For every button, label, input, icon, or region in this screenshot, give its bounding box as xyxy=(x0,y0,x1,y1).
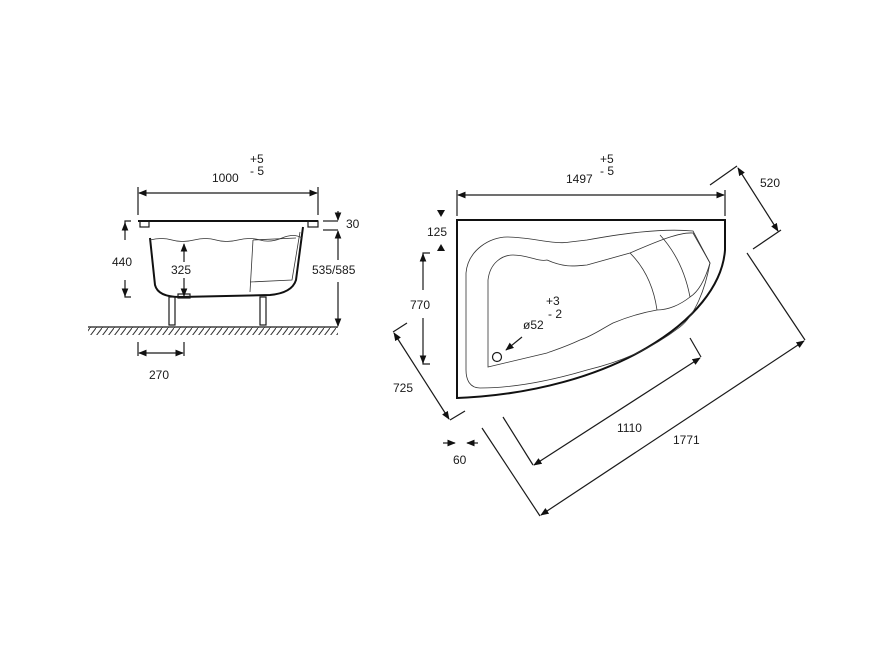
dim-height-label: 535/585 xyxy=(312,263,356,277)
dimension-depth: 440 xyxy=(112,220,132,298)
dim-side-left-label: 725 xyxy=(393,381,413,395)
dim-length-tol-minus: - 5 xyxy=(600,164,614,178)
dimension-leg-offset: 270 xyxy=(137,342,185,382)
drain-icon xyxy=(491,351,503,363)
dimension-length: 1497 +5 - 5 xyxy=(456,152,726,216)
dim-drain-tol-plus: +3 xyxy=(546,294,560,308)
dimension-width: 1000 +5 - 5 xyxy=(137,152,319,215)
dimension-drain: ø52 +3 - 2 xyxy=(505,294,562,351)
leg-left xyxy=(168,296,176,326)
dim-depth-label: 440 xyxy=(112,255,132,269)
dimension-rim-top: 125 xyxy=(427,210,447,251)
dim-drain-label: ø52 xyxy=(523,318,544,332)
dim-offset-label: 60 xyxy=(453,453,467,467)
dimension-water-depth: 325 xyxy=(171,243,191,297)
dim-inner-width-label: 770 xyxy=(410,298,430,312)
dim-corner-label: 520 xyxy=(760,176,780,190)
dim-rim-label: 30 xyxy=(346,217,360,231)
dim-front-overall-label: 1771 xyxy=(673,433,700,447)
dimension-offset: 60 xyxy=(443,439,478,467)
dim-rim-top-label: 125 xyxy=(427,225,447,239)
dimension-front-overall: 1771 xyxy=(481,252,806,517)
dimension-height: 535/585 xyxy=(312,230,356,327)
tub-side-profile xyxy=(138,220,319,326)
dim-length-label: 1497 xyxy=(566,172,593,186)
dimension-corner: 520 xyxy=(709,165,782,250)
leg-right xyxy=(259,296,267,326)
dim-width-tol-minus: - 5 xyxy=(250,164,264,178)
tub-plan-outline xyxy=(456,219,726,400)
dim-water-depth-label: 325 xyxy=(171,263,191,277)
dim-length-tol-plus: +5 xyxy=(600,152,614,166)
dimension-rim: 30 xyxy=(323,211,360,231)
plan-view: 1497 +5 - 5 520 125 770 xyxy=(392,152,806,517)
floor xyxy=(88,326,338,335)
dim-drain-tol-minus: - 2 xyxy=(548,307,562,321)
dim-leg-offset-label: 270 xyxy=(149,368,169,382)
dim-width-tol-plus: +5 xyxy=(250,152,264,166)
dimension-side-left: 725 xyxy=(392,322,466,421)
dimension-front-inner: 1110 xyxy=(502,337,702,466)
dim-width-label: 1000 xyxy=(212,171,239,185)
side-view: 1000 +5 - 5 440 325 30 535/ xyxy=(88,152,360,382)
dimension-inner-width: 770 xyxy=(410,252,430,365)
dim-front-inner-label: 1110 xyxy=(617,421,642,435)
